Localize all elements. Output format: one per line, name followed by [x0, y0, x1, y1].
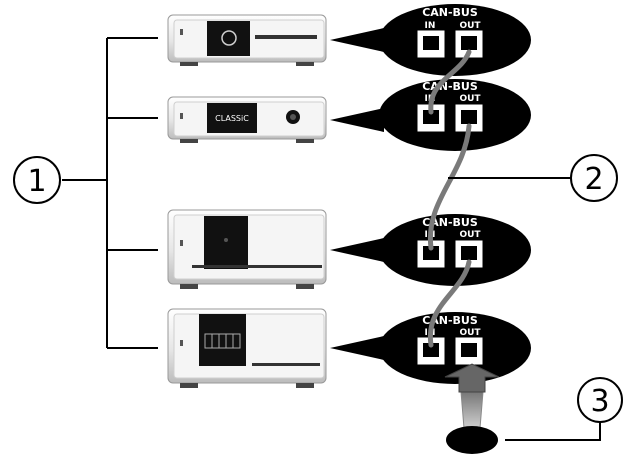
can-bus-label: CAN-BUS: [422, 80, 478, 93]
callout-1-number: 1: [27, 164, 46, 199]
callout-2-number: 2: [584, 162, 603, 197]
callout-2: 2: [448, 154, 618, 202]
can-bus-label: CAN-BUS: [422, 6, 478, 19]
terminator-plug: [444, 363, 500, 454]
can-bus-cables: [427, 49, 472, 348]
device-2: CLASSiC: [167, 96, 327, 143]
in-label: IN: [425, 21, 436, 31]
device-3: [167, 209, 327, 289]
device-4: [167, 308, 327, 388]
callout-3: 3: [505, 377, 623, 441]
out-label: OUT: [459, 230, 481, 240]
out-label: OUT: [459, 21, 481, 31]
callout-3-number: 3: [590, 384, 609, 419]
out-label: OUT: [459, 328, 481, 338]
can-bus-label: CAN-BUS: [422, 216, 478, 229]
callout-1-bracket: [62, 37, 158, 349]
callout-1: 1: [13, 156, 61, 204]
port-bubble-2: CAN-BUS IN OUT: [330, 79, 531, 151]
port-bubble-4: CAN-BUS IN OUT: [330, 312, 531, 384]
port-bubble-1: CAN-BUS IN OUT: [330, 4, 531, 76]
device-2-display: CLASSiC: [215, 114, 249, 123]
device-1: [167, 14, 327, 66]
out-label: OUT: [459, 94, 481, 104]
